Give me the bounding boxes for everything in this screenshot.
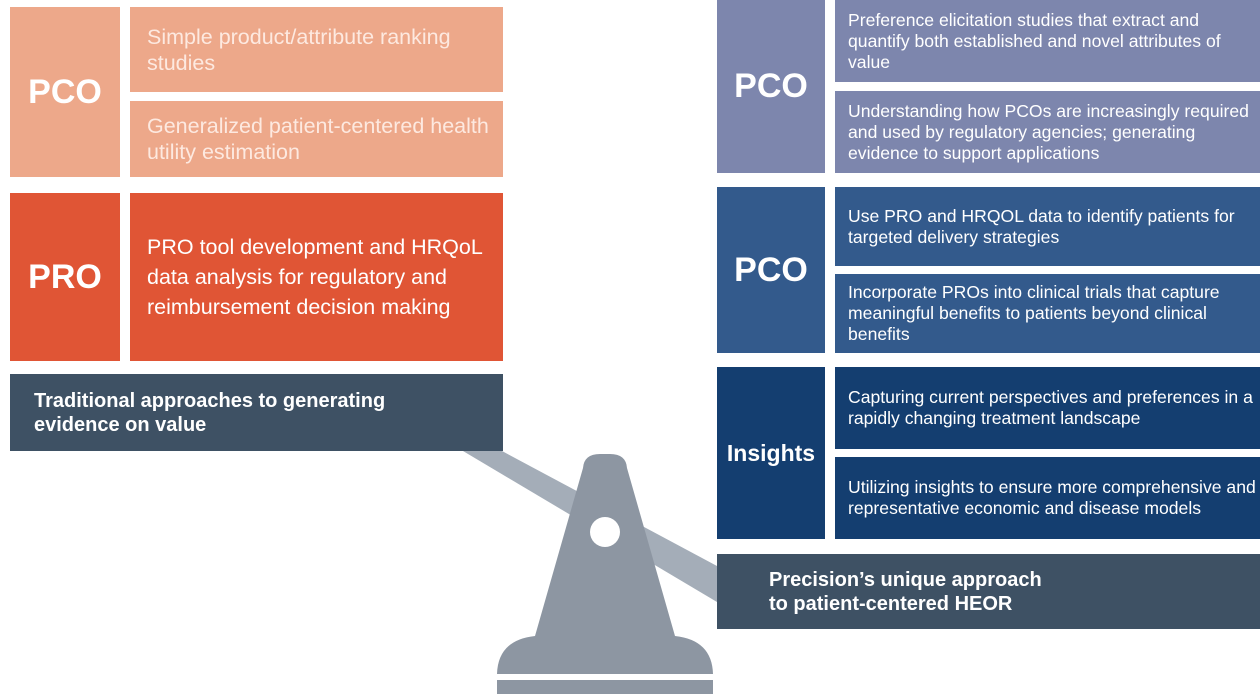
left-pro-item: PRO tool development and HRQoL data anal… xyxy=(130,193,503,361)
right-insights-item-1: Capturing current perspectives and prefe… xyxy=(835,367,1260,449)
right-pco-2-item-2: Incorporate PROs into clinical trials th… xyxy=(835,274,1260,353)
right-insights-label: Insights xyxy=(717,367,825,539)
scale-fulcrum xyxy=(497,454,713,674)
right-footer-caption: Precision’s unique approach to patient-c… xyxy=(717,554,1260,629)
left-pco-item-1: Simple product/attribute ranking studies xyxy=(130,7,503,92)
scale-pivot xyxy=(590,517,620,547)
right-pco-1-label: PCO xyxy=(717,0,825,173)
left-footer-caption: Traditional approaches to generating evi… xyxy=(10,374,503,451)
left-pro-label: PRO xyxy=(10,193,120,361)
left-pco-label: PCO xyxy=(10,7,120,177)
right-pco-1-item-1: Preference elicitation studies that extr… xyxy=(835,0,1260,82)
scale-base xyxy=(497,680,713,694)
right-insights-item-2: Utilizing insights to ensure more compre… xyxy=(835,457,1260,539)
left-pco-item-2: Generalized patient-centered health util… xyxy=(130,101,503,177)
right-pco-2-item-1: Use PRO and HRQOL data to identify patie… xyxy=(835,187,1260,266)
right-pco-1-item-2: Understanding how PCOs are increasingly … xyxy=(835,91,1260,173)
right-pco-2-label: PCO xyxy=(717,187,825,353)
